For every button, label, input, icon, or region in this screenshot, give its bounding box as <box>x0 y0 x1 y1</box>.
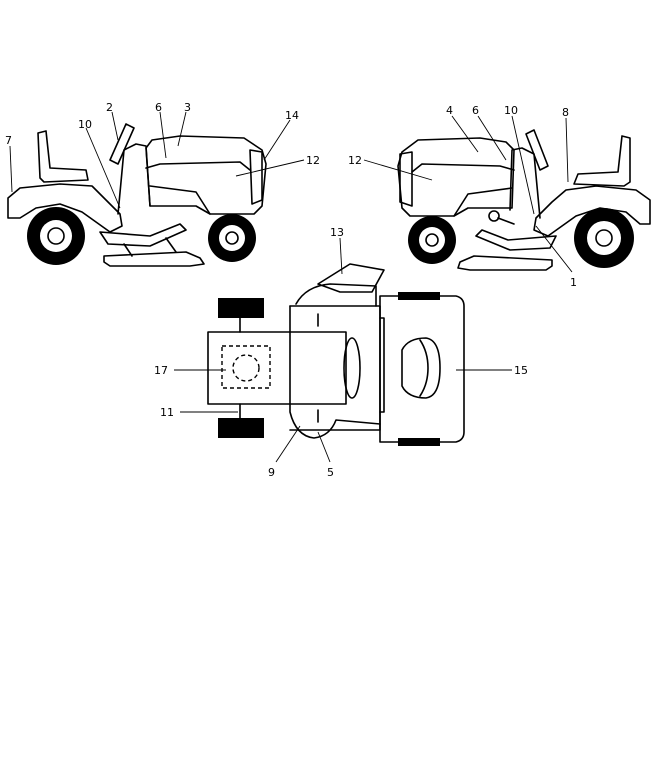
leader-10-right <box>511 115 535 215</box>
callout-12-right: 12 <box>348 154 362 167</box>
leader-13 <box>339 237 343 275</box>
callout-2: 2 <box>106 101 113 114</box>
callout-3: 3 <box>184 101 191 114</box>
seat-outline-top <box>221 345 271 389</box>
leader-9 <box>275 425 301 463</box>
tractor-left-side-view <box>7 123 267 267</box>
leader-12-left <box>235 159 305 177</box>
callout-6-right: 6 <box>472 104 479 117</box>
callout-5: 5 <box>327 466 334 479</box>
discharge-chute-top <box>317 263 385 293</box>
rear-fender-right <box>533 185 651 237</box>
callout-15: 15 <box>514 364 528 377</box>
leader-1 <box>535 225 573 273</box>
steering-column-top <box>343 337 361 399</box>
hood-left <box>145 135 267 215</box>
callout-17: 17 <box>154 364 168 377</box>
lift-lever-knob <box>488 210 500 222</box>
mower-deck-top <box>289 305 381 439</box>
callout-7: 7 <box>5 134 12 147</box>
rear-fender-top <box>207 331 347 405</box>
leader-14 <box>263 119 291 161</box>
rear-tire-top-upper <box>218 298 264 318</box>
callout-13: 13 <box>330 226 344 239</box>
leader-10-left <box>85 127 121 209</box>
footrest-right <box>475 229 557 251</box>
seat-left <box>37 130 89 183</box>
steering-wheel-left <box>109 123 135 165</box>
leader-3 <box>177 111 187 147</box>
hood-emblem-top <box>401 337 441 399</box>
tractor-right-side-view <box>397 129 651 271</box>
footrest-left <box>99 223 187 247</box>
callout-6-left: 6 <box>155 101 162 114</box>
callout-12-left: 12 <box>306 154 320 167</box>
seat-right <box>573 135 631 187</box>
leader-4 <box>451 115 479 153</box>
leader-6-left <box>159 111 167 159</box>
callout-1: 1 <box>570 276 577 289</box>
rear-fender-left <box>7 183 123 233</box>
steering-wheel-right <box>525 129 549 171</box>
mower-deck-left <box>103 251 205 267</box>
leader-lines <box>9 111 573 463</box>
leader-5 <box>317 431 331 463</box>
hood-top <box>379 295 465 443</box>
callout-10-left: 10 <box>78 118 92 131</box>
hood-right <box>397 137 515 217</box>
rear-tire-top-lower <box>218 418 264 438</box>
mower-deck-right <box>457 255 553 271</box>
callout-9: 9 <box>268 466 275 479</box>
callout-labels: 7 2 10 6 3 14 12 12 4 6 10 8 1 13 17 11 … <box>5 101 577 479</box>
callout-11: 11 <box>160 406 174 419</box>
callout-8: 8 <box>562 106 569 119</box>
callout-4: 4 <box>446 104 453 117</box>
body-top <box>289 305 381 431</box>
tractor-top-view <box>207 263 465 446</box>
callout-14: 14 <box>285 109 299 122</box>
leader-12-right <box>363 159 433 181</box>
leader-7 <box>9 145 13 193</box>
leader-2 <box>111 111 119 141</box>
leader-8 <box>565 117 569 183</box>
callout-10-right: 10 <box>504 104 518 117</box>
leader-6-right <box>477 115 507 161</box>
